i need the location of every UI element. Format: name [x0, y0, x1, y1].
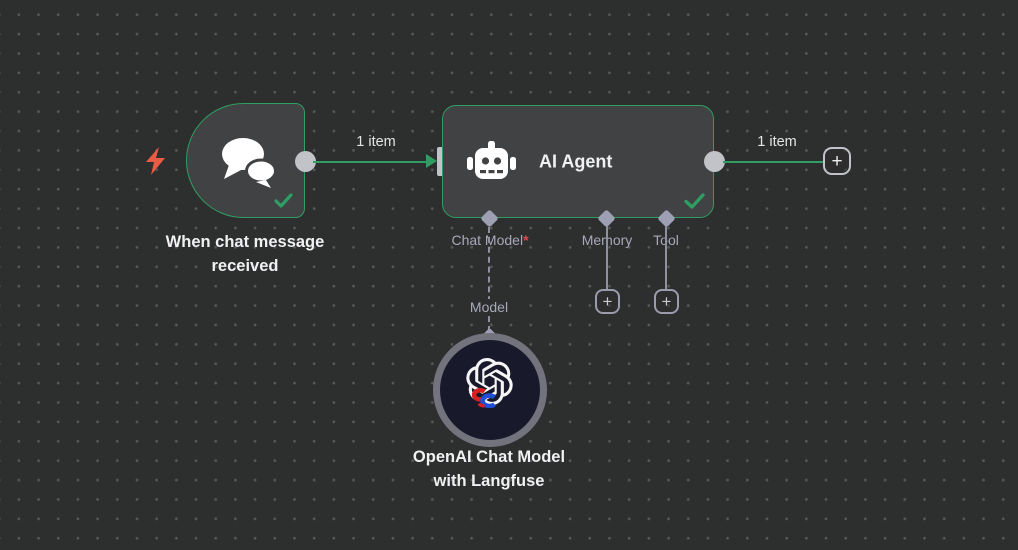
add-tool-button[interactable]: + [654, 289, 679, 314]
connection-arrowhead-icon [426, 154, 437, 168]
add-memory-button[interactable]: + [595, 289, 620, 314]
output-items-label: 1 item [757, 134, 797, 150]
ai-agent-node[interactable]: AI Agent [442, 105, 714, 218]
agent-success-check-icon [684, 193, 705, 209]
lightning-bolt-icon [146, 147, 165, 175]
model-connection-label: Model [460, 299, 518, 315]
connection-chat-model-dashed [488, 227, 490, 332]
robot-icon [467, 141, 516, 179]
openai-chat-model-node[interactable] [433, 333, 547, 447]
trigger-label-line1: When chat message [165, 233, 325, 251]
connection-memory-stub [606, 226, 608, 290]
required-asterisk: * [523, 232, 529, 248]
openai-logo-icon [466, 358, 513, 405]
chat-bubbles-icon [222, 138, 277, 188]
connection-tool-stub [665, 226, 667, 290]
plus-icon: + [602, 292, 613, 311]
connection-agent-output[interactable] [723, 160, 824, 163]
plus-icon: + [661, 292, 672, 311]
agent-node-title: AI Agent [539, 151, 613, 171]
model-label-line1: OpenAI Chat Model [412, 448, 566, 466]
model-label-line2: with Langfuse [433, 472, 545, 490]
trigger-output-connector[interactable] [295, 151, 316, 172]
plus-icon: + [831, 150, 843, 172]
add-next-node-button[interactable]: + [823, 147, 851, 175]
connection-trigger-to-agent[interactable] [313, 160, 427, 163]
trigger-success-check-icon [274, 193, 293, 208]
chat-model-port-label: Chat Model* [420, 232, 560, 248]
langfuse-badge-icon [471, 388, 496, 408]
connection-items-label: 1 item [356, 134, 396, 150]
model-node-label: OpenAI Chat Model with Langfuse [389, 445, 589, 493]
trigger-label-line2: received [211, 257, 279, 275]
chat-model-port-text: Chat Model [451, 232, 524, 248]
agent-output-connector[interactable] [704, 151, 725, 172]
trigger-node-label: When chat message received [139, 230, 351, 278]
trigger-node-when-chat-message-received[interactable] [186, 103, 305, 218]
